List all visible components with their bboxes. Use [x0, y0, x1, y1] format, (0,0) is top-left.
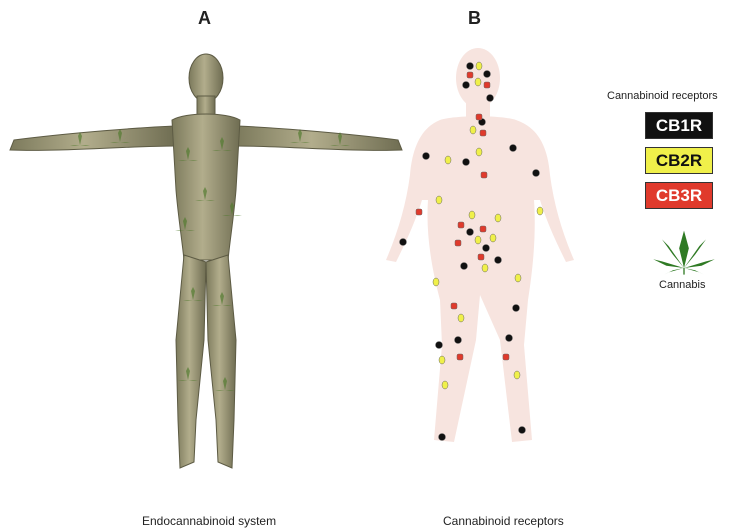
receptor-dot-cb1r	[483, 245, 490, 252]
legend-cb1r: CB1R	[645, 112, 713, 139]
receptor-dot-cb1r	[400, 239, 407, 246]
receptor-dot-cb1r	[463, 159, 470, 166]
caption-endocannabinoid-system: Endocannabinoid system	[142, 514, 276, 528]
receptor-dot-cb1r	[436, 342, 443, 349]
receptor-dot-cb1r	[506, 335, 513, 342]
receptor-dot-cb3r	[484, 82, 490, 88]
receptor-dot-cb2r	[470, 126, 476, 134]
receptor-dot-cb3r	[503, 354, 509, 360]
receptor-dot-cb3r	[480, 130, 486, 136]
receptor-dot-cb1r	[423, 153, 430, 160]
legend-cb3r-label: CB3R	[656, 186, 702, 206]
receptor-dot-cb2r	[475, 236, 481, 244]
receptor-dot-cb3r	[481, 172, 487, 178]
receptor-dot-cb2r	[482, 264, 488, 272]
legend-cb2r-label: CB2R	[656, 151, 702, 171]
receptor-dot-cb1r	[495, 257, 502, 264]
receptor-dot-cb2r	[490, 234, 496, 242]
body-silhouette	[386, 48, 574, 442]
receptor-dot-cb3r	[467, 72, 473, 78]
human-figure-3d	[10, 54, 402, 468]
receptor-dot-cb3r	[476, 114, 482, 120]
receptor-dot-cb2r	[515, 274, 521, 282]
receptor-dot-cb3r	[416, 209, 422, 215]
receptor-dot-cb2r	[442, 381, 448, 389]
receptor-dot-cb2r	[469, 211, 475, 219]
legend-cb1r-label: CB1R	[656, 116, 702, 136]
receptor-dot-cb1r	[519, 427, 526, 434]
receptor-dot-cb1r	[439, 434, 446, 441]
legend-title: Cannabinoid receptors	[607, 90, 718, 102]
receptor-dot-cb2r	[476, 62, 482, 70]
receptor-dot-cb1r	[463, 82, 470, 89]
receptor-dot-cb1r	[484, 71, 491, 78]
receptor-dot-cb1r	[455, 337, 462, 344]
receptor-dot-cb2r	[445, 156, 451, 164]
cannabis-leaf-icon	[653, 231, 715, 275]
receptor-dot-cb3r	[455, 240, 461, 246]
cannabis-label: Cannabis	[659, 279, 705, 291]
receptor-dot-cb1r	[513, 305, 520, 312]
receptor-dot-cb3r	[457, 354, 463, 360]
receptor-dot-cb1r	[461, 263, 468, 270]
receptor-dot-cb3r	[480, 226, 486, 232]
legend-cb3r: CB3R	[645, 182, 713, 209]
receptor-dot-cb3r	[451, 303, 457, 309]
receptor-dot-cb1r	[467, 63, 474, 70]
receptor-dot-cb1r	[487, 95, 494, 102]
receptor-dot-cb2r	[436, 196, 442, 204]
receptor-dot-cb2r	[458, 314, 464, 322]
caption-cannabinoid-receptors: Cannabinoid receptors	[443, 514, 564, 528]
legend-cb2r: CB2R	[645, 147, 713, 174]
receptor-dot-cb2r	[433, 278, 439, 286]
receptor-dot-cb2r	[537, 207, 543, 215]
receptor-dot-cb2r	[514, 371, 520, 379]
receptor-dot-cb2r	[476, 148, 482, 156]
receptor-dot-cb2r	[495, 214, 501, 222]
receptor-dot-cb2r	[475, 78, 481, 86]
receptor-dot-cb1r	[533, 170, 540, 177]
receptor-dot-cb1r	[510, 145, 517, 152]
receptor-dot-cb3r	[478, 254, 484, 260]
receptor-dot-cb3r	[458, 222, 464, 228]
receptor-dot-cb2r	[439, 356, 445, 364]
receptor-dot-cb1r	[467, 229, 474, 236]
